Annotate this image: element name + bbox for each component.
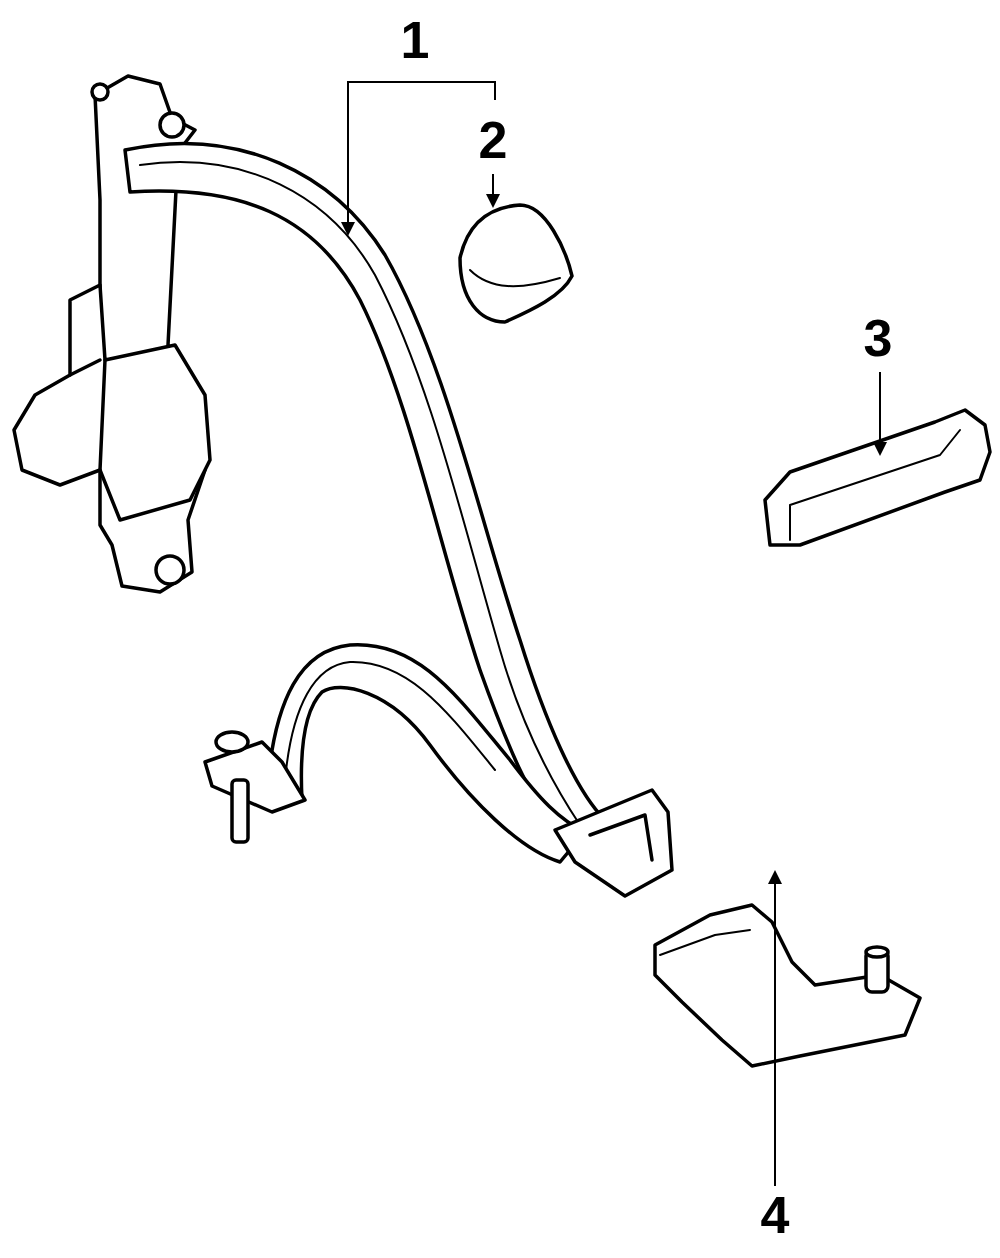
belt-guide-cover [765, 410, 990, 545]
callout-number: 1 [401, 14, 430, 66]
belt-edge [285, 662, 495, 780]
arrow-head [341, 222, 355, 236]
button-edge [470, 270, 560, 286]
buckle-edge [660, 930, 750, 955]
tongue-plate [555, 790, 672, 896]
bolt-head [160, 113, 184, 137]
lap-belt [268, 645, 585, 862]
anchor-plate [205, 742, 305, 812]
anchor-bolt [232, 780, 248, 842]
leader-line [774, 880, 776, 1186]
callout-number: 2 [479, 114, 508, 166]
arrow-head [768, 870, 782, 884]
shoulder-belt [125, 144, 605, 848]
arrow-head [486, 194, 500, 208]
retractor-edge [70, 360, 105, 470]
button-stop [460, 205, 572, 322]
retractor-body [14, 285, 210, 520]
callout-number: 4 [761, 1189, 790, 1241]
bolt-head [156, 556, 184, 584]
tongue-edge [590, 815, 652, 860]
callout-number: 3 [864, 312, 893, 364]
arrow-head [873, 442, 887, 456]
buckle-pin-top [866, 947, 888, 957]
leader-line [879, 372, 881, 448]
cover-edge [790, 430, 960, 540]
buckle [655, 905, 920, 1066]
anchor-nut [216, 732, 248, 752]
bolt-head [92, 84, 108, 100]
bracket [348, 82, 495, 228]
belt-edge [140, 162, 580, 825]
